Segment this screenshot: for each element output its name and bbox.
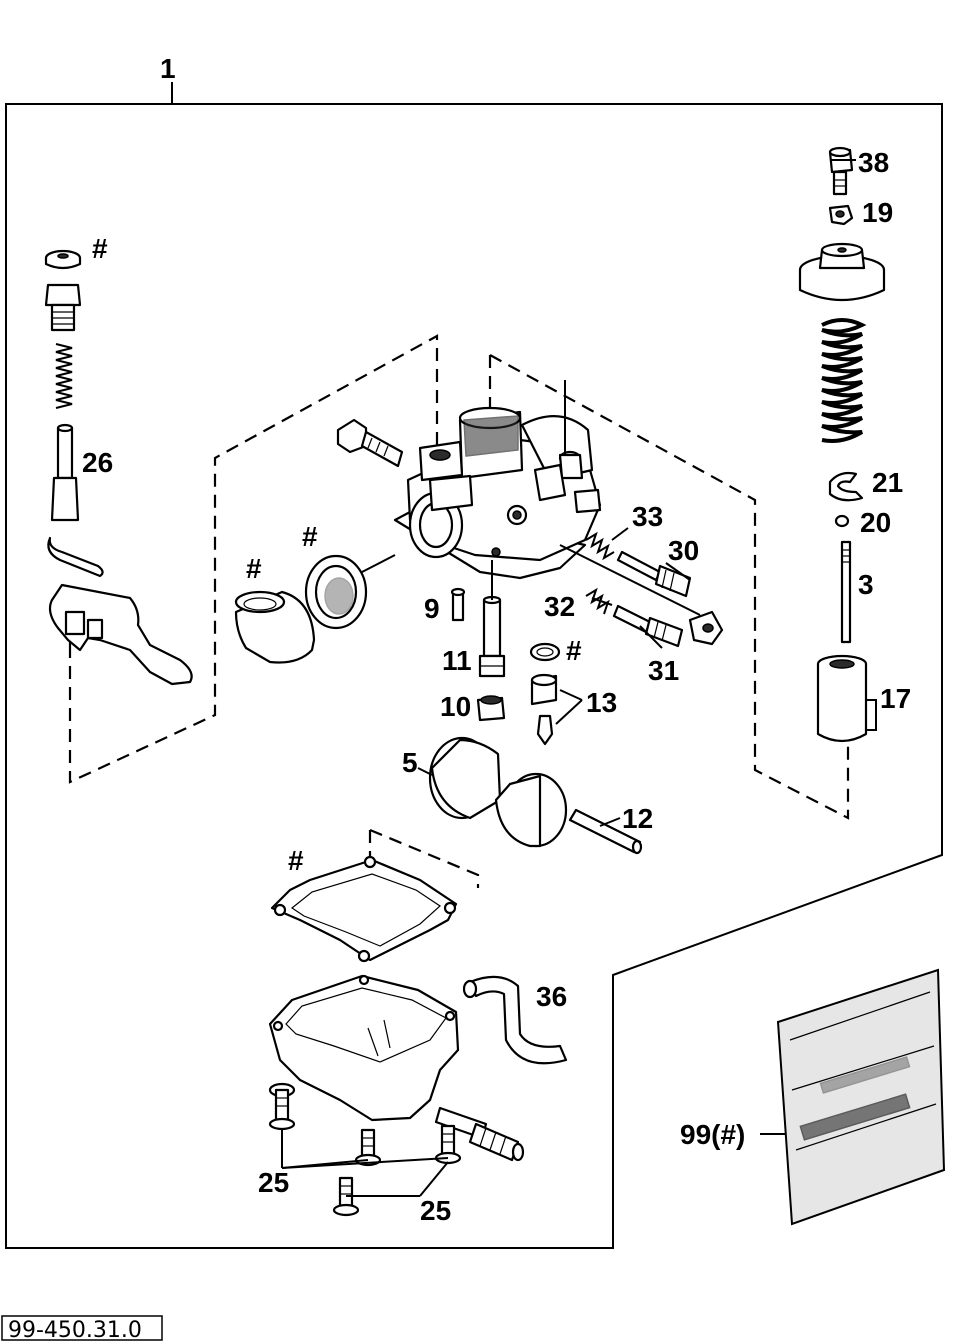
callout-12: 12 <box>622 803 653 834</box>
drain-screw <box>434 1106 525 1162</box>
callout-20: 20 <box>860 507 891 538</box>
callout-10: 10 <box>440 691 471 722</box>
callout-30: 30 <box>668 535 699 566</box>
callout-32: 32 <box>544 591 575 622</box>
callout-5: 5 <box>402 747 418 778</box>
callout-25-a: 25 <box>258 1167 289 1198</box>
part-3-needle <box>840 540 852 644</box>
carburetor-body <box>393 380 602 580</box>
callout-19: 19 <box>862 197 893 228</box>
part-32-spring <box>585 587 610 615</box>
part-25-bolt-3 <box>434 1124 462 1165</box>
callout-99: 99(#) <box>680 1119 745 1150</box>
slide-spring <box>821 318 867 443</box>
callout-3: 3 <box>858 569 874 600</box>
part-19-nut <box>828 204 854 226</box>
part-26-choke-plunger <box>44 249 82 522</box>
float-second-half <box>494 772 568 848</box>
assembly-label: 1 <box>160 53 176 84</box>
callout-hash-cap: # <box>92 233 108 264</box>
oring <box>529 642 561 662</box>
part-36-hose <box>462 975 568 1065</box>
callout-38: 38 <box>858 147 889 178</box>
leader-lines <box>281 159 856 1197</box>
callout-25-b: 25 <box>420 1195 451 1226</box>
callout-36: 36 <box>536 981 567 1012</box>
callout-hash-sleeve: # <box>246 553 262 584</box>
callout-33: 33 <box>632 501 663 532</box>
part-25-bolt-4 <box>332 1176 360 1217</box>
part-33-spring <box>585 531 615 561</box>
callout-9: 9 <box>424 593 440 624</box>
choke-lever <box>47 536 193 686</box>
part-21-clip <box>828 471 864 502</box>
part-38-adjuster <box>828 146 854 196</box>
part-number-box: 99-450.31.0 <box>1 1315 163 1342</box>
callout-21: 21 <box>872 467 903 498</box>
callout-11: 11 <box>442 645 472 676</box>
callout-31: 31 <box>648 655 679 686</box>
part-11-needle-jet <box>478 560 506 678</box>
part-10-main-jet <box>476 695 506 722</box>
float-bowl-gasket <box>270 855 458 963</box>
intake-ring <box>304 554 396 630</box>
part-31-screw <box>612 604 684 648</box>
float-bowl <box>268 974 460 1122</box>
part-17-slide <box>816 654 877 743</box>
part-25-bolt-1 <box>268 1082 296 1131</box>
callout-26: 26 <box>82 447 113 478</box>
part-9-pilot-jet <box>450 587 466 622</box>
assembly-frame <box>5 103 943 1249</box>
screw-upper-left <box>336 418 404 468</box>
part-13-float-valve <box>530 673 583 746</box>
part-30-screw <box>616 550 692 598</box>
part-20-clip <box>834 514 850 528</box>
carb-top-cap <box>798 242 886 302</box>
callout-hash-ring: # <box>302 521 318 552</box>
callout-13: 13 <box>586 687 617 718</box>
callout-hash-gasket: # <box>288 845 304 876</box>
callout-17: 17 <box>880 683 911 714</box>
intake-sleeve <box>234 590 316 664</box>
part-12-float-pin <box>568 808 643 855</box>
part-99-gasket-kit <box>776 968 946 1226</box>
part-25-bolt-2 <box>354 1128 382 1167</box>
callout-hash-oring: # <box>566 635 582 666</box>
part-number: 99-450.31.0 <box>8 1318 142 1342</box>
fuel-fitting <box>559 544 724 646</box>
